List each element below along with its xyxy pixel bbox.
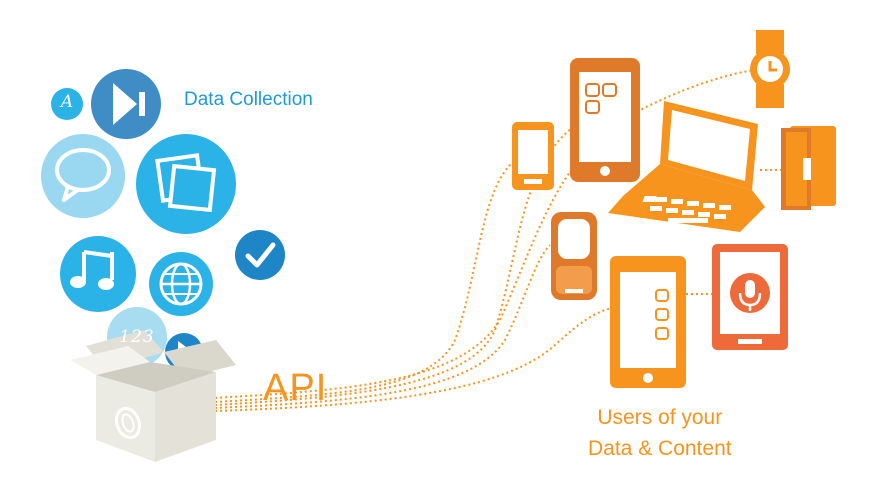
- connection-line-smartphone: [214, 127, 573, 406]
- watch-icon: [750, 30, 790, 108]
- devices: [512, 30, 836, 388]
- feature-phone-icon: [551, 212, 597, 300]
- letter-icon: [51, 88, 83, 120]
- checkmark-icon: [235, 230, 285, 280]
- data-collection-label: Data Collection: [184, 89, 313, 110]
- box-icon: [70, 330, 236, 462]
- chat-bubble-icon: [41, 134, 125, 218]
- tablet-icon: [610, 256, 686, 388]
- data-sources: [41, 69, 285, 371]
- connection-lines: [214, 69, 783, 412]
- media-forward-icon: [91, 69, 161, 139]
- connection-line-feature-phone: [214, 244, 551, 409]
- laptop-keys: [650, 197, 731, 223]
- users-label-line1: Users of your: [597, 406, 723, 429]
- letter-a-label: A: [60, 92, 74, 112]
- numbers-label: 123: [119, 327, 155, 347]
- laptop-icon: [566, 101, 765, 232]
- smartphone-icon: [570, 58, 640, 182]
- users-label: Users of your Data & Content: [588, 402, 732, 464]
- connection-line-laptop: [214, 69, 756, 399]
- globe-icon: [149, 252, 213, 316]
- users-label-line2: Data & Content: [588, 437, 732, 460]
- book-icon: [781, 126, 836, 210]
- music-note-icon: [60, 236, 136, 312]
- connection-line-small-phone: [214, 159, 516, 403]
- photos-icon: [136, 134, 236, 234]
- small-phone-icon: [512, 122, 554, 190]
- api-label: API: [263, 367, 328, 409]
- voice-tablet-icon: [712, 244, 788, 350]
